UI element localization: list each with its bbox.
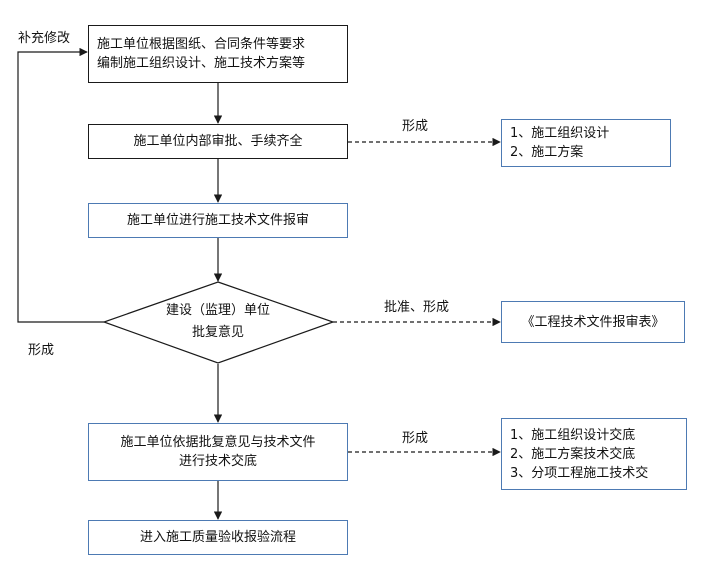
- step1-line1: 施工单位根据图纸、合同条件等要求: [97, 37, 306, 52]
- step3-text: 施工单位进行施工技术文件报审: [126, 213, 309, 228]
- output3-item1: 1、施工组织设计交底: [510, 427, 636, 443]
- output3-item2: 2、施工方案技术交底: [510, 446, 636, 462]
- decision-text: 建设（监理）单位 批复意见: [140, 300, 296, 344]
- step4-box: 施工单位依据批复意见与技术文件 进行技术交底: [88, 423, 348, 481]
- form-left-label: 形成: [28, 343, 55, 358]
- revise-label: 补充修改: [18, 31, 71, 46]
- output1-item2: 2、施工方案: [510, 145, 584, 160]
- decision-line1: 建设（监理）单位: [165, 303, 270, 318]
- step2-text: 施工单位内部审批、手续齐全: [133, 134, 303, 149]
- form3-label: 形成: [402, 431, 429, 446]
- feedback-loop-line: [17, 47, 104, 323]
- output2-box: 《工程技术文件报审表》: [501, 301, 685, 343]
- approve-form-label: 批准、形成: [384, 300, 450, 315]
- step1-line2: 编制施工组织设计、施工技术方案等: [97, 56, 306, 71]
- decision-line2: 批复意见: [191, 325, 244, 340]
- output3-item3: 3、分项工程施工技术交: [510, 465, 649, 481]
- output1-box: 1、施工组织设计 2、施工方案: [501, 119, 671, 167]
- output3-box: 1、施工组织设计交底 2、施工方案技术交底 3、分项工程施工技术交: [501, 418, 687, 490]
- decision-diamond: [102, 281, 335, 364]
- step4-line2: 进行技术交底: [178, 454, 257, 469]
- step5-text: 进入施工质量验收报验流程: [139, 530, 296, 545]
- step1-box: 施工单位根据图纸、合同条件等要求 编制施工组织设计、施工技术方案等: [88, 25, 348, 83]
- output2-text: 《工程技术文件报审表》: [521, 314, 665, 330]
- output1-item1: 1、施工组织设计: [510, 126, 610, 141]
- step2-box: 施工单位内部审批、手续齐全: [88, 124, 348, 159]
- step4-line1: 施工单位依据批复意见与技术文件: [120, 435, 316, 450]
- step5-box: 进入施工质量验收报验流程: [88, 520, 348, 555]
- step3-box: 施工单位进行施工技术文件报审: [88, 203, 348, 238]
- form1-label: 形成: [402, 119, 429, 134]
